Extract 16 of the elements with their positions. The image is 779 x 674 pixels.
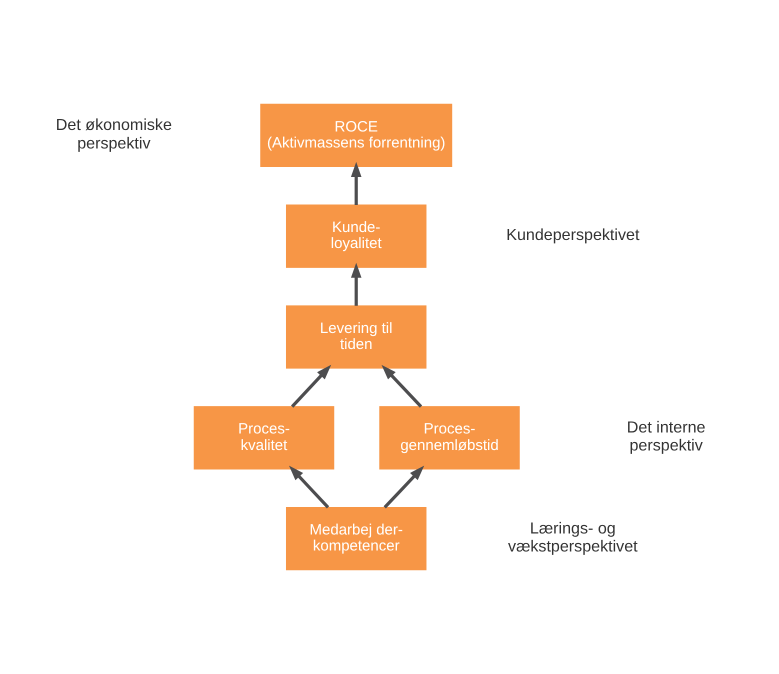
node-box: Medarbej der- kompetencer bbox=[285, 506, 426, 570]
node-box: ROCE (Aktivmassens forrentning) bbox=[260, 104, 452, 168]
node-box: Kunde- loyalitet bbox=[285, 204, 426, 268]
arrow bbox=[350, 262, 361, 306]
label: Det interne perspektiv bbox=[626, 418, 705, 455]
node-box: Levering til tiden bbox=[285, 305, 426, 369]
label: Det økonomiske perspektiv bbox=[55, 116, 172, 152]
arrow bbox=[383, 466, 424, 508]
node-box: Proces- gennemløbstid bbox=[378, 406, 520, 470]
arrow bbox=[350, 162, 361, 205]
arrow bbox=[381, 364, 422, 408]
label: Lærings- og vækstperspektivet bbox=[508, 519, 638, 556]
node-box: Proces- kvalitet bbox=[193, 406, 334, 470]
label: Kundeperspektivet bbox=[506, 226, 639, 244]
arrow bbox=[288, 466, 329, 508]
arrow bbox=[290, 364, 331, 408]
